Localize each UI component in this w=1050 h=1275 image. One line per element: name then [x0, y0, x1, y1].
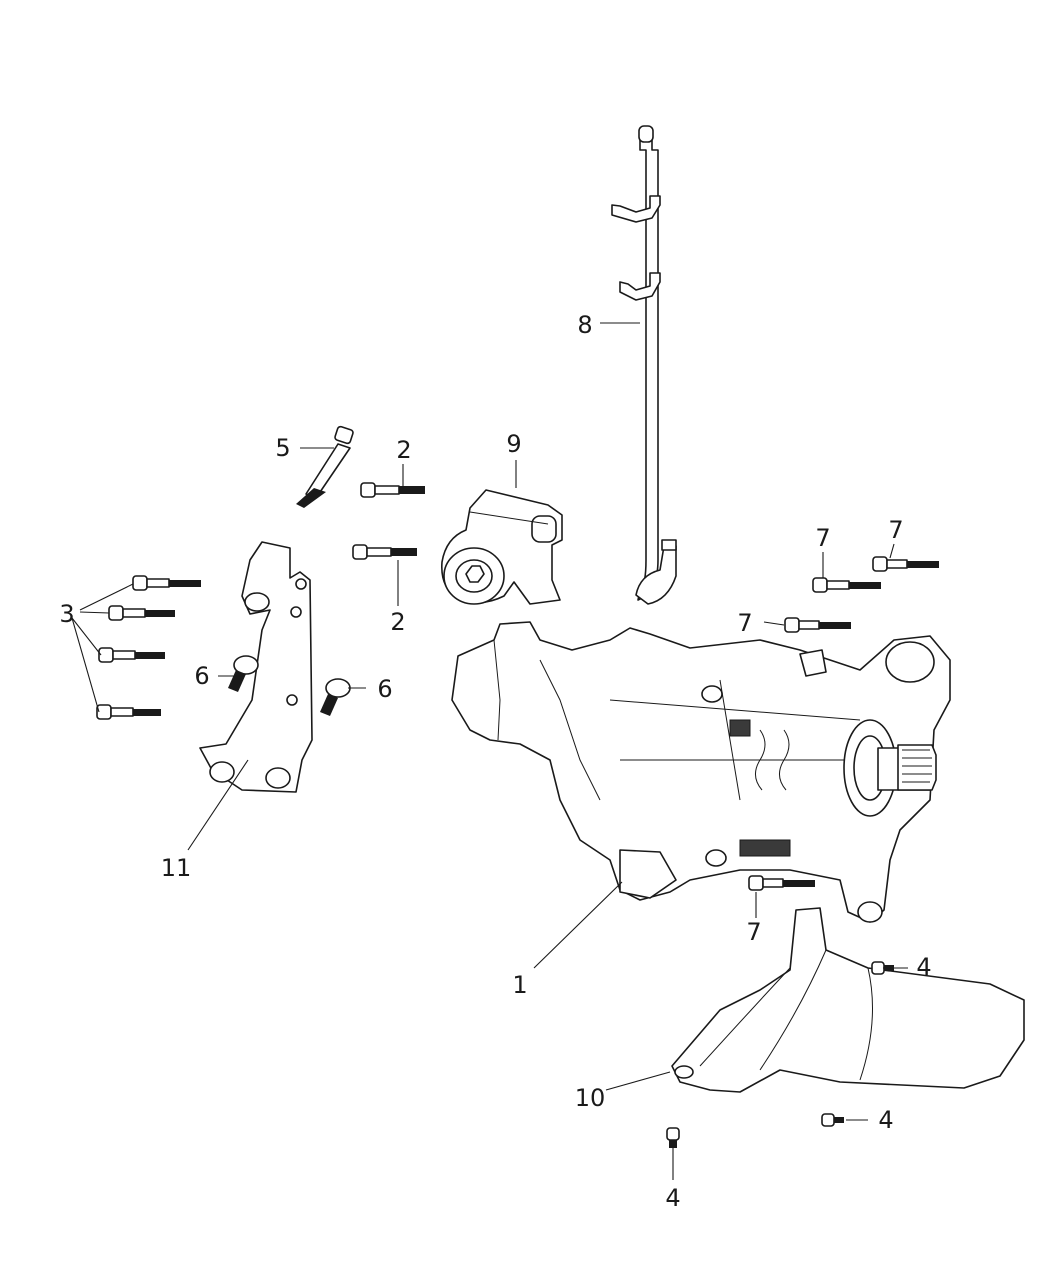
callout-4-bottom: 4	[665, 1184, 680, 1212]
bolt-5	[296, 425, 354, 508]
leader-lines	[71, 322, 908, 1180]
callout-8: 8	[577, 311, 592, 339]
stud-6-left	[228, 655, 259, 692]
callout-10: 10	[575, 1084, 606, 1112]
bolt-3-c	[98, 647, 165, 663]
isolator-mount	[441, 489, 563, 605]
callout-7-upper-right: 7	[888, 516, 903, 544]
bolt-3-d	[96, 704, 161, 720]
bolt-3-a	[132, 575, 201, 591]
callout-3: 3	[59, 600, 74, 628]
callout-5: 5	[275, 434, 290, 462]
bolt-4-c	[666, 1127, 680, 1148]
skid-plate	[671, 907, 1025, 1093]
mount-bracket	[199, 541, 313, 793]
callout-9: 9	[506, 430, 521, 458]
callout-6-left: 6	[194, 662, 209, 690]
bolt-7-b	[872, 556, 939, 572]
callout-labels: 1 2 2 3 4 4 4 5 6 6 7 7 7 7 8 9 10 11	[59, 311, 931, 1212]
bolt-2-lower	[352, 544, 417, 560]
callout-4-lower-right: 4	[878, 1106, 893, 1134]
bolt-2-upper	[360, 482, 425, 498]
dipstick-tube	[611, 125, 677, 605]
bolt-7-a	[812, 577, 881, 593]
bolt-7-d	[748, 875, 815, 891]
bolt-4-b	[821, 1113, 844, 1127]
callout-1: 1	[512, 971, 527, 999]
callout-7-upper-left: 7	[815, 524, 830, 552]
bolt-3-b	[108, 605, 175, 621]
callout-7-middle: 7	[737, 609, 752, 637]
callout-7-lower: 7	[746, 918, 761, 946]
transfer-case-assembly	[451, 621, 951, 923]
callout-2-upper: 2	[396, 436, 411, 464]
callout-4-right: 4	[916, 953, 931, 981]
stud-6-right	[320, 678, 351, 716]
callout-6-right: 6	[377, 675, 392, 703]
callout-2-lower: 2	[390, 608, 405, 636]
callout-11: 11	[161, 854, 192, 882]
bolt-7-c	[784, 617, 851, 633]
